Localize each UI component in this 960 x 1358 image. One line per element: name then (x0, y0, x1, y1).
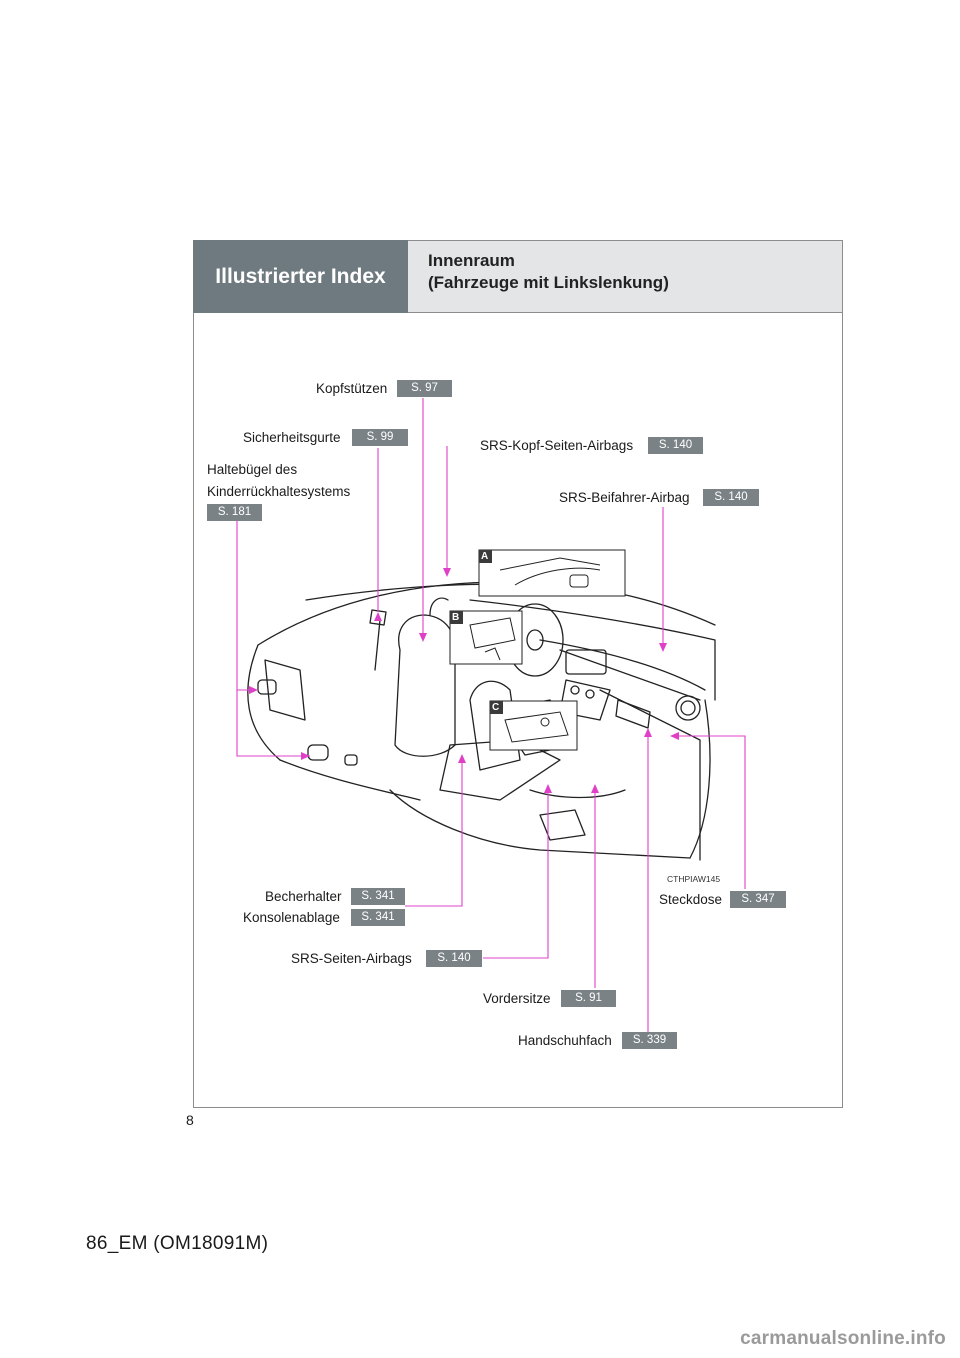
leader-lines (236, 398, 746, 1032)
cup-holder-label: Becherhalter (265, 889, 342, 904)
inset-c-letter: C (492, 702, 500, 713)
power-outlet-page-link[interactable]: S. 347 (730, 891, 786, 908)
headrests-page-link[interactable]: S. 97 (397, 380, 452, 397)
passenger-airbag-label: SRS-Beifahrer-Airbag (559, 490, 690, 505)
curtain-airbags-label: SRS-Kopf-Seiten-Airbags (480, 438, 634, 453)
page-subtitle: Innenraum (Fahrzeuge mit Linkslenkung) (408, 240, 843, 313)
console-box-page-link[interactable]: S. 341 (351, 909, 405, 926)
inset-a-letter: A (481, 551, 489, 562)
site-watermark[interactable]: carmanualsonline.info (740, 1328, 946, 1349)
inset-a-marker (479, 550, 492, 563)
side-airbags-label: SRS-Seiten-Airbags (291, 951, 412, 966)
page-number: 8 (186, 1112, 194, 1128)
section-title-text: Illustrierter Index (215, 264, 386, 288)
headrests-label: Kopfstützen (316, 381, 388, 396)
front-seats-label: Vordersitze (483, 991, 551, 1006)
power-outlet-label: Steckdose (659, 892, 723, 907)
inset-b-letter: B (452, 612, 460, 623)
seatbelts-page-link[interactable]: S. 99 (352, 429, 408, 446)
subtitle-line2: (Fahrzeuge mit Linkslenkung) (428, 273, 669, 292)
subtitle-line1: Innenraum (428, 251, 515, 270)
inset-c-marker (490, 701, 503, 714)
inset-c (489, 700, 578, 751)
front-seats-page-link[interactable]: S. 91 (561, 990, 616, 1007)
console-box-label: Konsolenablage (243, 910, 340, 925)
inset-b-marker (450, 611, 463, 624)
child-anchor-label-line1: Haltebügel des (207, 462, 298, 477)
curtain-airbags-page-link[interactable]: S. 140 (648, 437, 703, 454)
inset-a (478, 549, 626, 597)
passenger-airbag-page-link[interactable]: S. 140 (703, 489, 759, 506)
illustration-code: CTHPIAW145 (667, 874, 721, 884)
cup-holder-page-link[interactable]: S. 341 (351, 888, 405, 905)
side-airbags-page-link[interactable]: S. 140 (426, 950, 482, 967)
glovebox-label: Handschuhfach (518, 1033, 612, 1048)
seatbelts-label: Sicherheitsgurte (243, 430, 341, 445)
child-anchor-label-line2: Kinderrückhaltesystems (207, 484, 351, 499)
section-title: Illustrierter Index (193, 240, 408, 313)
glovebox-page-link[interactable]: S. 339 (622, 1032, 677, 1049)
document-code: 86_EM (OM18091M) (86, 1233, 269, 1254)
child-anchor-page-link[interactable]: S. 181 (207, 504, 262, 521)
leader-arrowheads (249, 568, 679, 793)
